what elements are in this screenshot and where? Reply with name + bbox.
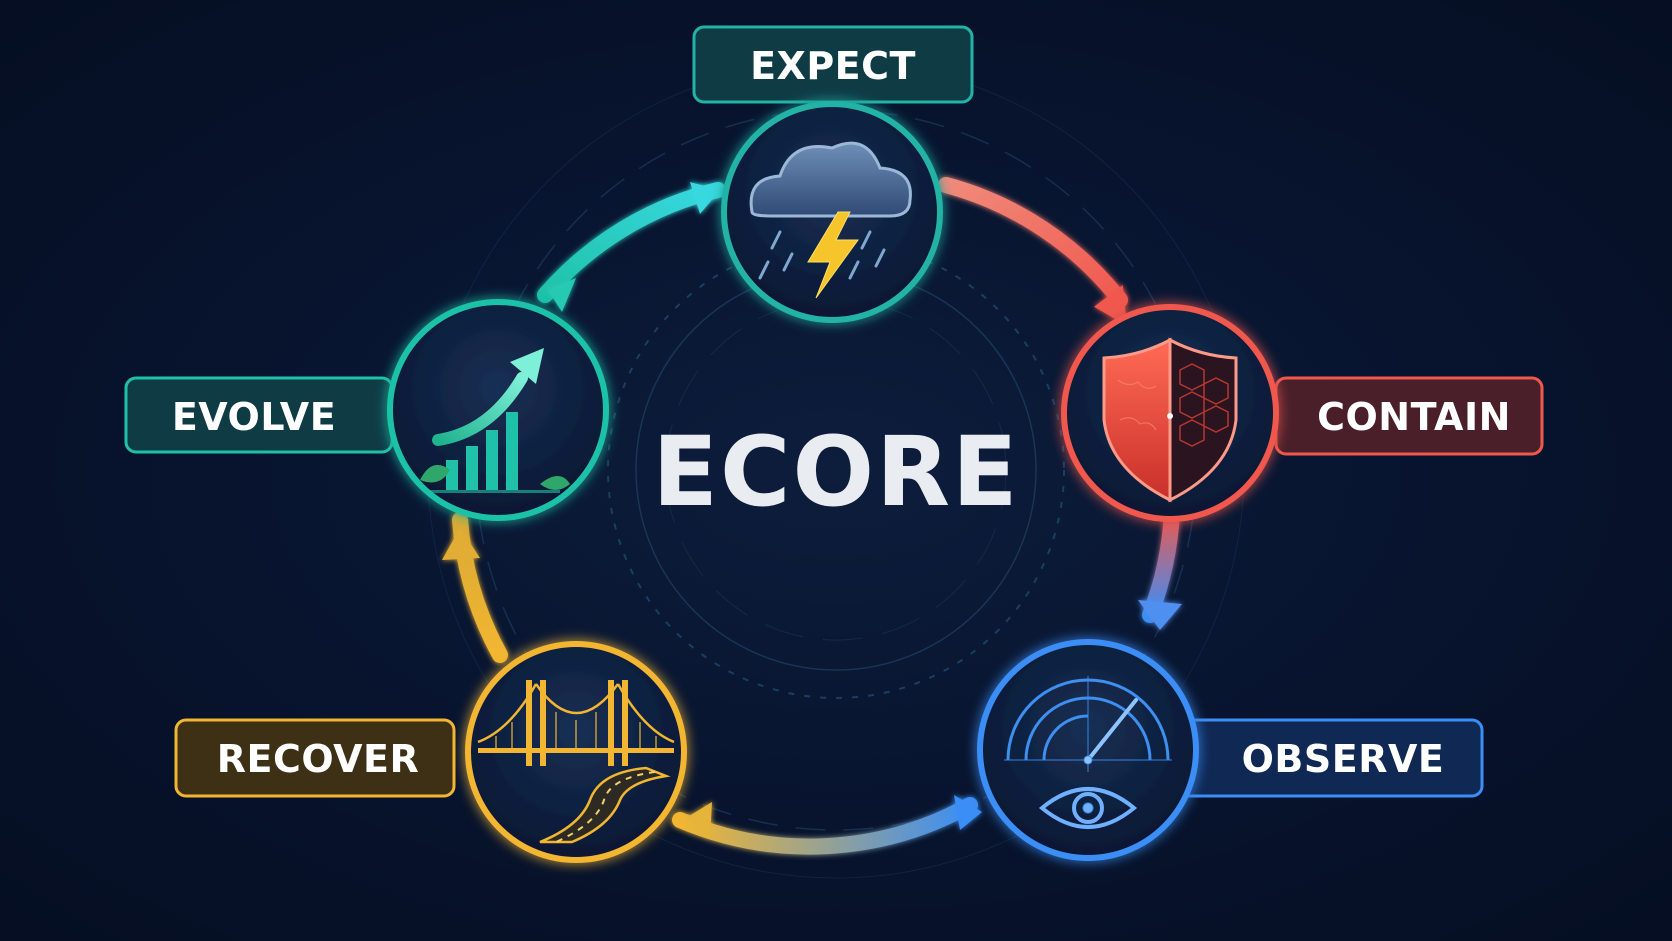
stage-expect: EXPECT — [692, 25, 974, 323]
expect-label: EXPECT — [750, 44, 916, 88]
arrowhead-to-observe — [1138, 600, 1182, 630]
arc-expect-contain — [938, 177, 1128, 308]
arrowhead-to-expect — [690, 182, 720, 214]
bridge-road-icon — [477, 680, 675, 844]
arrowhead-to-evolve-top — [548, 278, 576, 312]
stage-observe: OBSERVE — [977, 639, 1484, 861]
evolve-label: EVOLVE — [172, 395, 336, 439]
cycle-arrowheads — [442, 182, 1182, 838]
arrowhead-to-recover — [686, 802, 712, 838]
contain-label: CONTAIN — [1317, 395, 1511, 439]
arc-evolve-expect — [537, 182, 726, 303]
center-title: ECORE — [652, 416, 1019, 528]
storm-cloud-icon — [749, 141, 912, 299]
cycle-arcs — [452, 177, 1180, 855]
stage-recover: RECOVER — [174, 641, 687, 863]
arrowhead-to-observe-bottom — [954, 795, 982, 830]
observe-label: OBSERVE — [1242, 737, 1445, 781]
arrowhead-to-contain — [1094, 285, 1127, 326]
stage-contain: CONTAIN — [1061, 304, 1544, 522]
shield-icon — [1102, 337, 1238, 503]
growth-chart-icon — [420, 348, 570, 493]
arc-observe-recover — [672, 797, 978, 855]
recover-label-box — [174, 718, 456, 798]
stage-evolve: EVOLVE — [124, 299, 609, 521]
radar-eye-icon — [1004, 676, 1172, 829]
recover-label: RECOVER — [217, 737, 420, 781]
arc-contain-observe — [1142, 504, 1180, 623]
arrowhead-to-evolve — [442, 528, 480, 560]
